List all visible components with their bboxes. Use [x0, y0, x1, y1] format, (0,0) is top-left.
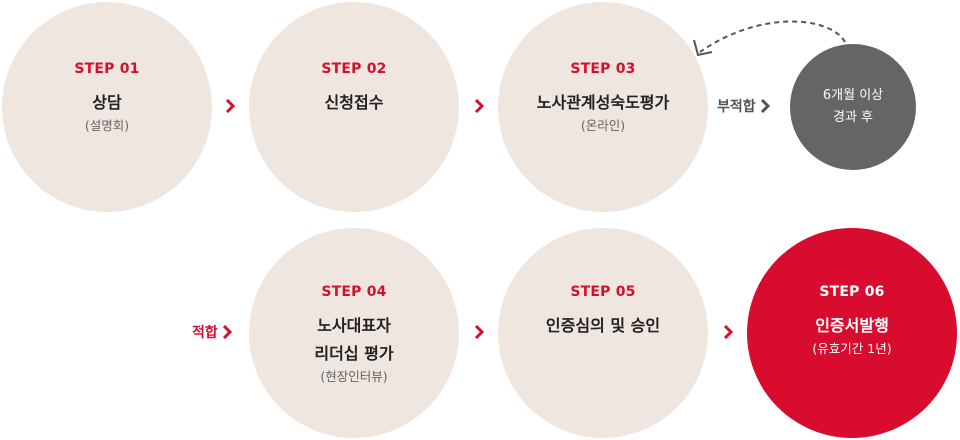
step-number: STEP 02 [321, 61, 387, 77]
step-subtitle: (유효기간 1년) [812, 341, 892, 356]
pass-label: 적합 [192, 322, 232, 342]
fail-label: 부적합 [717, 96, 770, 116]
step-06-circle: STEP 06 인증서발행 (유효기간 1년) [747, 228, 957, 438]
step-01-circle: STEP 01 상담 (설명회) [2, 2, 212, 212]
chevron-right-icon [760, 99, 770, 113]
waiting-period-circle: 6개월 이상 경과 후 [790, 44, 916, 170]
step-title: 노사대표자 [317, 316, 391, 335]
step-05-circle: STEP 05 인증심의 및 승인 [498, 228, 708, 438]
step-title: 신청접수 [324, 93, 384, 112]
pass-label-text: 적합 [192, 325, 218, 341]
step-04-circle: STEP 04 노사대표자 리더십 평가 (현장인터뷰) [249, 228, 459, 438]
step-02-circle: STEP 02 신청접수 [249, 2, 459, 212]
waiting-line-1: 6개월 이상 [822, 88, 884, 103]
dashed-return-arrow-icon [693, 20, 846, 57]
step-03-circle: STEP 03 노사관계성숙도평가 (온라인) [498, 2, 708, 212]
step-title: 노사관계성숙도평가 [536, 93, 670, 112]
step-number: STEP 03 [570, 61, 636, 77]
step-number: STEP 06 [819, 284, 885, 300]
step-subtitle: (설명회) [84, 118, 130, 133]
chevron-right-icon [474, 99, 484, 113]
fail-label-text: 부적합 [717, 99, 756, 115]
step-subtitle: (현장인터뷰) [320, 369, 388, 384]
chevron-right-icon [723, 325, 733, 339]
step-number: STEP 05 [570, 284, 636, 300]
chevron-right-icon [225, 99, 235, 113]
step-title-line2: 리더십 평가 [314, 344, 394, 363]
step-number: STEP 01 [74, 61, 140, 77]
step-subtitle: (온라인) [580, 118, 626, 133]
step-number: STEP 04 [321, 284, 387, 300]
chevron-right-icon [222, 325, 232, 339]
chevron-right-icon [474, 325, 484, 339]
waiting-line-2: 경과 후 [832, 110, 873, 125]
step-title: 상담 [92, 93, 122, 112]
step-title: 인증심의 및 승인 [545, 316, 661, 335]
step-title: 인증서발행 [815, 316, 889, 335]
